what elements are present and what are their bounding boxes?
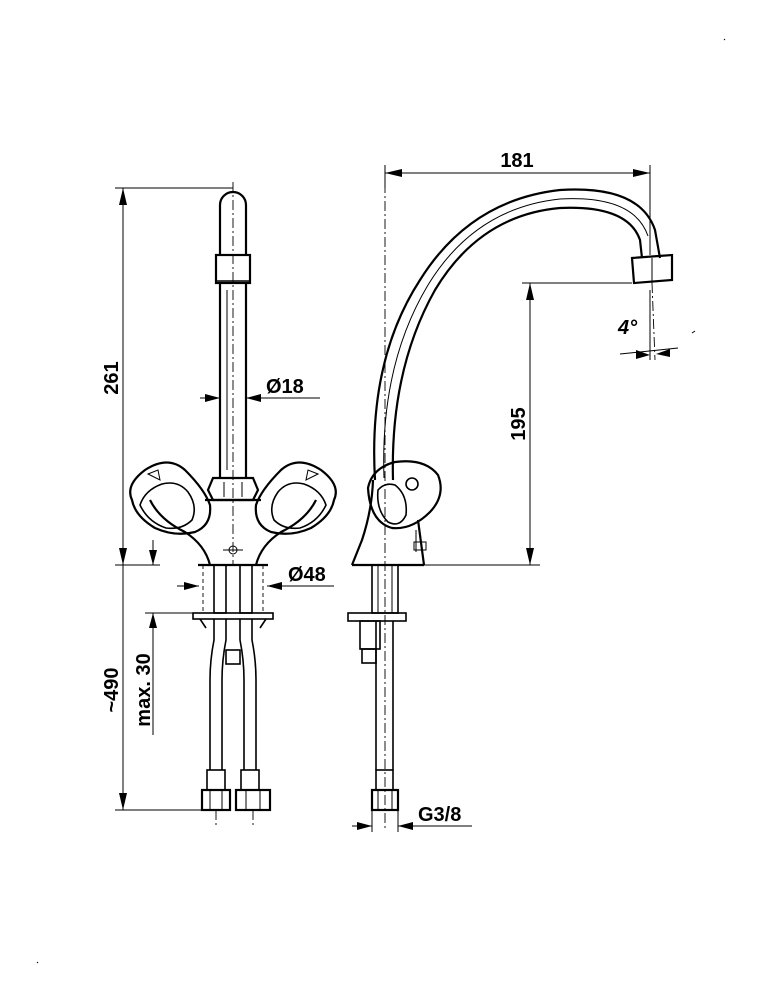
dim-base-diameter: Ø48	[288, 564, 326, 586]
dim-spout-reach: 181	[500, 150, 533, 172]
side-view-dimensions: 181 195 4° G3/8	[352, 150, 696, 832]
dim-hose-length: ~490	[101, 667, 123, 712]
side-view	[347, 165, 674, 830]
front-view	[129, 182, 337, 825]
dim-spout-angle: 4°	[617, 317, 638, 339]
dim-spout-height: 195	[508, 407, 530, 440]
dim-tube-diameter: Ø18	[266, 376, 304, 398]
dim-max-thickness: max. 30	[133, 653, 155, 726]
dim-connection-thread: G3/8	[418, 804, 461, 826]
front-view-dimensions: 261 Ø18 Ø48 ~490 max. 30	[101, 187, 334, 811]
dim-total-height: 261	[101, 361, 123, 394]
